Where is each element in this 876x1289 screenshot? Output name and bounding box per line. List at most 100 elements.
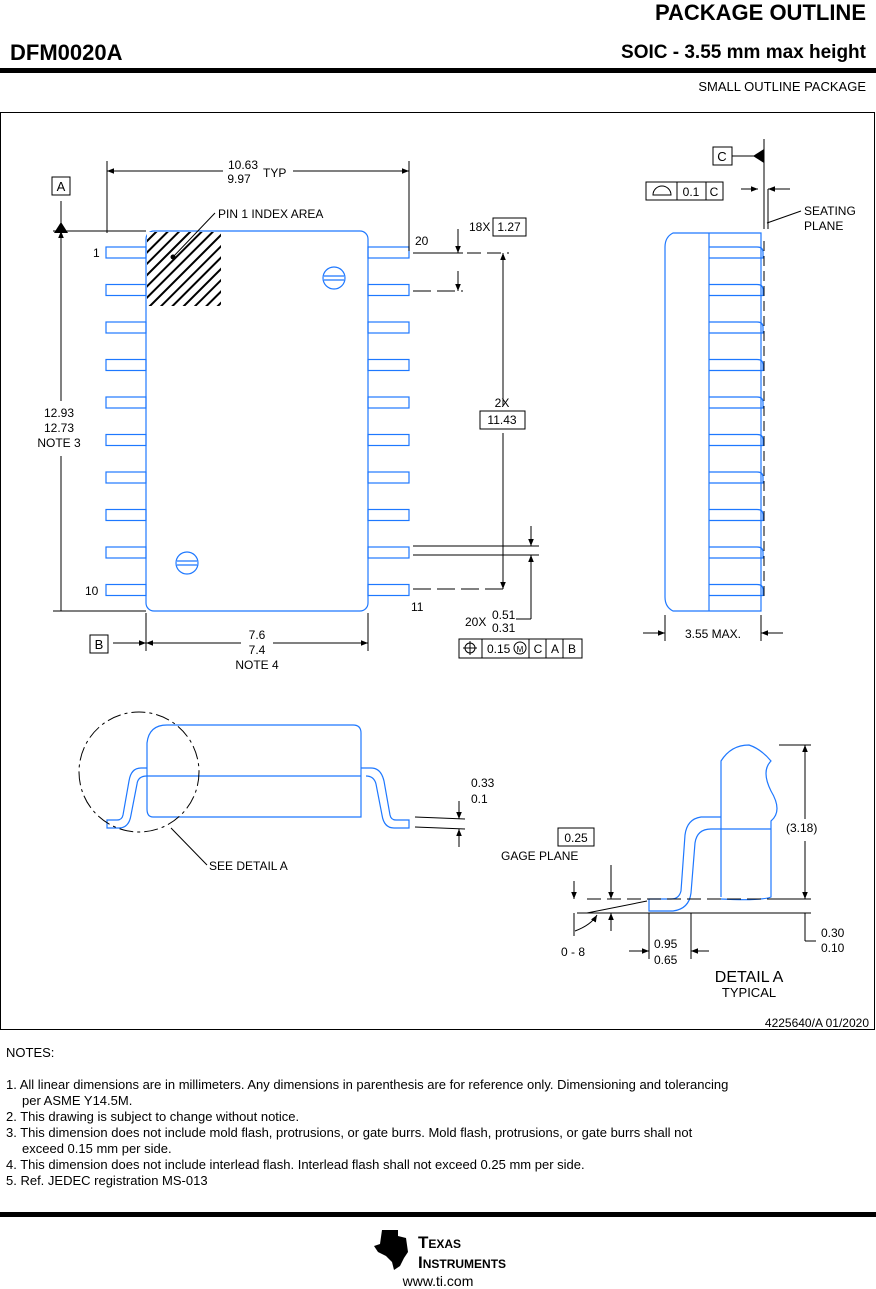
- lead-left-4: [105, 358, 147, 372]
- standoff-max: 0.30: [821, 926, 845, 940]
- side-lead-9: [709, 546, 764, 559]
- note-1: 1. All linear dimensions are in millimet…: [6, 1077, 729, 1092]
- lead-right-13: [367, 508, 410, 522]
- note-3: 3. This dimension does not include mold …: [6, 1125, 693, 1140]
- pin1-index-area: [147, 232, 221, 306]
- note-4: 4. This dimension does not include inter…: [6, 1157, 585, 1172]
- website-url: www.ti.com: [402, 1273, 474, 1289]
- foot-max: 0.95: [654, 937, 678, 951]
- lead-t-min: 0.1: [471, 792, 488, 806]
- detail-subtitle: TYPICAL: [722, 985, 776, 1000]
- notes-section: NOTES: 1. All linear dimensions are in m…: [6, 1045, 728, 1189]
- side-lead-8: [709, 508, 764, 522]
- lead-t-max: 0.33: [471, 776, 495, 790]
- note-3-cont: exceed 0.15 mm per side.: [22, 1141, 172, 1156]
- side-body: [664, 232, 762, 612]
- brand-line-1: Texas: [418, 1233, 461, 1252]
- lead-right-20: [367, 246, 410, 259]
- top-view: [105, 230, 410, 612]
- flatness-value: 0.1: [683, 185, 700, 199]
- position-tolerance-frame: [458, 638, 583, 659]
- len-min: 12.73: [44, 421, 74, 435]
- pin-20-label: 20: [415, 234, 429, 248]
- package-outline-drawing: A B 10.63 9.97 TYP PIN 1 INDEX AREA 1 10…: [0, 112, 875, 1030]
- lead-left-2: [105, 283, 147, 297]
- note-5: 5. Ref. JEDEC registration MS-013: [6, 1173, 208, 1188]
- mmc-symbol: M: [517, 645, 524, 654]
- package-body: [145, 230, 369, 612]
- pos-datum-a: A: [551, 642, 559, 656]
- flatness-frame: [645, 181, 724, 201]
- note-1-cont: per ASME Y14.5M.: [22, 1093, 133, 1108]
- side-leads: [709, 246, 764, 597]
- svg-text:B: B: [95, 637, 104, 652]
- detail-body: [720, 744, 778, 901]
- pitch-value: 1.27: [497, 220, 521, 234]
- pin-10-label: 10: [85, 584, 99, 598]
- lead-right-14: [367, 471, 410, 484]
- height-label: 3.55 MAX.: [685, 627, 741, 641]
- seating-label-2: PLANE: [804, 219, 843, 233]
- lead-left-10: [105, 583, 147, 597]
- ref-height: (3.18): [786, 821, 817, 835]
- lead-max: 0.51: [492, 608, 516, 622]
- page-title: PACKAGE OUTLINE: [654, 0, 866, 25]
- body-w-max: 7.6: [249, 628, 266, 642]
- pin-1-label: 1: [93, 246, 100, 260]
- pin-11-label: 11: [411, 600, 424, 614]
- datum-c: C: [712, 146, 764, 166]
- gage-plane-label: GAGE PLANE: [501, 849, 578, 863]
- front-view: [106, 724, 410, 829]
- pos-datum-b: B: [568, 642, 576, 656]
- part-number: DFM0020A: [10, 40, 123, 65]
- side-view: [664, 232, 764, 612]
- lead-count: 20X: [465, 615, 486, 629]
- seating-label-1: SEATING: [804, 204, 856, 218]
- see-detail-label: SEE DETAIL A: [209, 859, 288, 873]
- datum-a: A: [51, 176, 71, 233]
- footer-rule: [0, 1212, 876, 1217]
- lead-right-12: [367, 546, 410, 559]
- detail-title: DETAIL A: [715, 969, 784, 986]
- detail-circle: [78, 711, 200, 833]
- lead-left-5: [105, 396, 147, 409]
- len-note: NOTE 3: [37, 436, 81, 450]
- front-body: [146, 724, 362, 818]
- lead-right-17: [367, 358, 410, 372]
- side-lead-7: [709, 471, 764, 484]
- notes-heading: NOTES:: [6, 1045, 55, 1060]
- gage-value: 0.25: [564, 831, 588, 845]
- body-w-min: 7.4: [249, 643, 266, 657]
- lead-right-19: [367, 283, 410, 297]
- angle-label: 0 - 8: [561, 945, 585, 959]
- lead-left-1: [105, 246, 147, 259]
- left-leads: [105, 246, 147, 597]
- svg-text:C: C: [717, 149, 726, 164]
- body-w-note: NOTE 4: [235, 658, 279, 672]
- svg-text:A: A: [57, 179, 66, 194]
- lead-left-8: [105, 508, 147, 522]
- lead-left-9: [105, 546, 147, 559]
- svg-text:ti: ti: [386, 1241, 393, 1253]
- span-value: 11.43: [487, 413, 516, 427]
- side-lead-3: [709, 321, 764, 334]
- lead-right-16: [367, 396, 410, 409]
- dim-width-typ: TYP: [263, 166, 286, 180]
- brand-line-2: Instruments: [418, 1253, 506, 1272]
- pos-tol-value: 0.15: [487, 642, 511, 656]
- drawing-canvas: A B 10.63 9.97 TYP PIN 1 INDEX AREA 1 10…: [37, 139, 869, 1030]
- lead-min: 0.31: [492, 621, 516, 635]
- foot-min: 0.65: [654, 953, 678, 967]
- ti-logo-graphic: ti Texas Instruments: [374, 1230, 506, 1272]
- package-type: SMALL OUTLINE PACKAGE: [698, 79, 866, 94]
- lead-right-18: [367, 321, 410, 334]
- side-lead-2: [709, 283, 764, 297]
- dim-width-min: 9.97: [227, 172, 251, 186]
- side-lead-6: [709, 433, 764, 447]
- package-description: SOIC - 3.55 mm max height: [621, 42, 866, 63]
- side-lead-10: [709, 583, 764, 597]
- standoff-min: 0.10: [821, 941, 845, 955]
- dim-width-max: 10.63: [228, 158, 258, 172]
- side-lead-5: [709, 396, 764, 409]
- len-max: 12.93: [44, 406, 74, 420]
